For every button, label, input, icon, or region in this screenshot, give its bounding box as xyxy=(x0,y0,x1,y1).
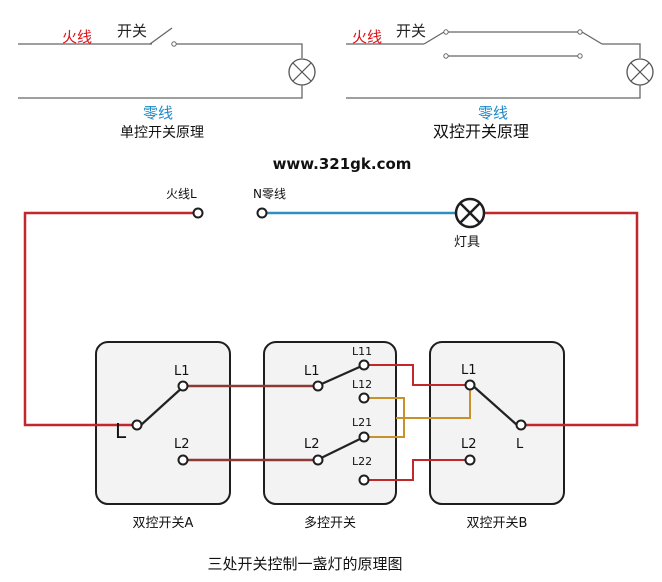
multi-l1-terminal-icon xyxy=(312,380,324,392)
main-wiring-diagram: 火线L N零线 灯具 L L1 L2 L1 L2 L11 L12 L21 L22… xyxy=(23,187,639,573)
gold-link-to-b1 xyxy=(396,385,471,419)
dc-switch2-blade xyxy=(581,31,603,45)
sc-switch-contact xyxy=(171,41,177,47)
dc-neutral-wire xyxy=(346,85,641,99)
lamp-icon xyxy=(454,197,486,229)
dc-lamp-feed xyxy=(602,43,641,58)
traveler-l22-b2 xyxy=(366,459,470,481)
multi-l11-terminal-icon xyxy=(358,359,370,371)
switch-a-l2-label: L2 xyxy=(174,437,190,452)
multi-l22-terminal-icon xyxy=(358,474,370,486)
switch-b-blade xyxy=(471,384,518,426)
switch-b-box xyxy=(429,341,565,505)
multi-switch-blade-2 xyxy=(316,436,365,461)
dc-live-label: 火线 xyxy=(352,28,382,46)
multi-l2-label: L2 xyxy=(304,437,320,452)
sc-live-label: 火线 xyxy=(62,28,92,46)
sc-caption: 单控开关原理 xyxy=(120,125,204,141)
dc-switch2-upper-contact xyxy=(577,29,583,35)
sc-live-wire-right xyxy=(176,43,303,58)
live-terminal-icon xyxy=(192,207,204,219)
switch-a-title: 双控开关A xyxy=(133,516,194,531)
dc-neutral-label: 零线 xyxy=(478,104,508,122)
multi-switch-title: 多控开关 xyxy=(304,515,356,531)
multi-l21-terminal-icon xyxy=(358,431,370,443)
multi-switch-box xyxy=(263,341,397,505)
multi-l21-label: L21 xyxy=(352,416,372,429)
multi-l1-label: L1 xyxy=(304,364,320,379)
live-wire-to-switch-a xyxy=(23,211,194,427)
dc-caption: 双控开关原理 xyxy=(433,122,529,141)
double-control-diagram: 火线 开关 零线 双控开关原理 xyxy=(346,22,654,141)
website-text: www.321gk.com xyxy=(273,155,412,173)
main-caption: 三处开关控制一盏灯的原理图 xyxy=(207,555,402,573)
lamp-to-switch-b-wire xyxy=(484,211,639,427)
switch-b-l2-terminal-icon xyxy=(464,454,476,466)
switch-a-common-label: L xyxy=(115,419,127,443)
switch-b-common-terminal-icon xyxy=(515,419,527,431)
multi-l12-terminal-icon xyxy=(358,392,370,404)
switch-a-l2-terminal-icon xyxy=(177,454,189,466)
dc-switch1-blade xyxy=(423,31,445,45)
multi-l11-label: L11 xyxy=(352,345,372,358)
lamp-label: 灯具 xyxy=(454,235,480,250)
neutral-terminal-icon xyxy=(256,207,268,219)
dc-switch1-upper-contact xyxy=(443,29,449,35)
switch-a-box xyxy=(95,341,231,505)
sc-neutral-label: 零线 xyxy=(143,104,173,122)
switch-b-title: 双控开关B xyxy=(467,516,528,531)
traveler-l11-b1 xyxy=(366,364,470,386)
switch-a-common-terminal-icon xyxy=(131,419,143,431)
single-control-diagram: 火线 开关 零线 单控开关原理 xyxy=(18,22,316,141)
sc-switch-label: 开关 xyxy=(117,22,147,40)
dc-switch2-lower-contact xyxy=(577,53,583,59)
sc-neutral-wire xyxy=(18,85,303,99)
dc-switch1-lower-contact xyxy=(443,53,449,59)
switch-a-l1-terminal-icon xyxy=(177,380,189,392)
dc-lamp-icon xyxy=(626,58,654,86)
dc-switch-label: 开关 xyxy=(396,22,426,40)
switch-a-blade xyxy=(140,385,185,426)
live-terminal-label: 火线L xyxy=(166,187,197,201)
switch-b-l1-terminal-icon xyxy=(464,379,476,391)
multi-switch-blade-1 xyxy=(316,363,365,388)
multi-l22-label: L22 xyxy=(352,455,372,468)
neutral-terminal-label: N零线 xyxy=(253,187,286,201)
switch-a-l1-label: L1 xyxy=(174,364,190,379)
sc-lamp-icon xyxy=(288,58,316,86)
switch-b-common-label: L xyxy=(516,437,524,452)
multi-l2-terminal-icon xyxy=(312,454,324,466)
sc-switch-blade xyxy=(149,27,173,45)
switch-b-l1-label: L1 xyxy=(461,363,477,378)
switch-b-l2-label: L2 xyxy=(461,437,477,452)
multi-l12-label: L12 xyxy=(352,378,372,391)
